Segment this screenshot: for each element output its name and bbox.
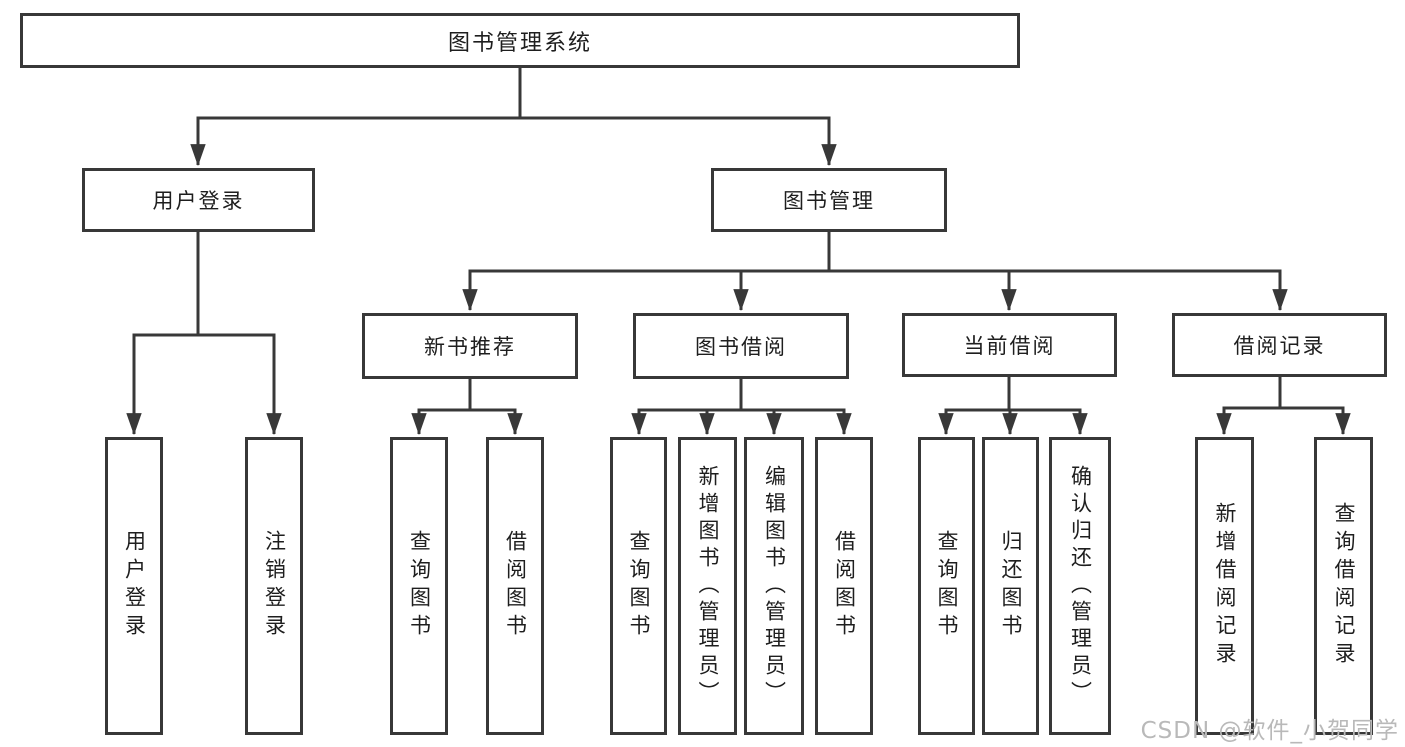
node-new-book-recommend: 新书推荐	[362, 313, 578, 379]
leaf-edit-books-admin: 编辑图书（管理员）	[744, 437, 804, 735]
leaf-query-borrow-record: 查询借阅记录	[1314, 437, 1373, 735]
node-book-management: 图书管理	[711, 168, 947, 232]
node-book-borrow: 图书借阅	[633, 313, 849, 379]
leaf-query-books-borrow: 查询图书	[610, 437, 667, 735]
leaf-query-books-recommend: 查询图书	[390, 437, 448, 735]
leaf-query-books-current: 查询图书	[918, 437, 975, 735]
leaf-confirm-return-admin: 确认归还（管理员）	[1049, 437, 1111, 735]
csdn-watermark: CSDN @软件_小贺同学	[1140, 718, 1399, 744]
node-current-borrow: 当前借阅	[902, 313, 1117, 377]
node-borrow-records: 借阅记录	[1172, 313, 1387, 377]
node-library-management-system: 图书管理系统	[20, 13, 1020, 68]
leaf-add-books-admin: 新增图书（管理员）	[678, 437, 737, 735]
leaf-return-books: 归还图书	[982, 437, 1039, 735]
leaf-logout-login: 注销登录	[245, 437, 303, 735]
leaf-user-login: 用户登录	[105, 437, 163, 735]
leaf-borrow-books-recommend: 借阅图书	[486, 437, 544, 735]
leaf-borrow-books: 借阅图书	[815, 437, 873, 735]
leaf-add-borrow-record: 新增借阅记录	[1195, 437, 1254, 735]
node-user-login: 用户登录	[82, 168, 315, 232]
